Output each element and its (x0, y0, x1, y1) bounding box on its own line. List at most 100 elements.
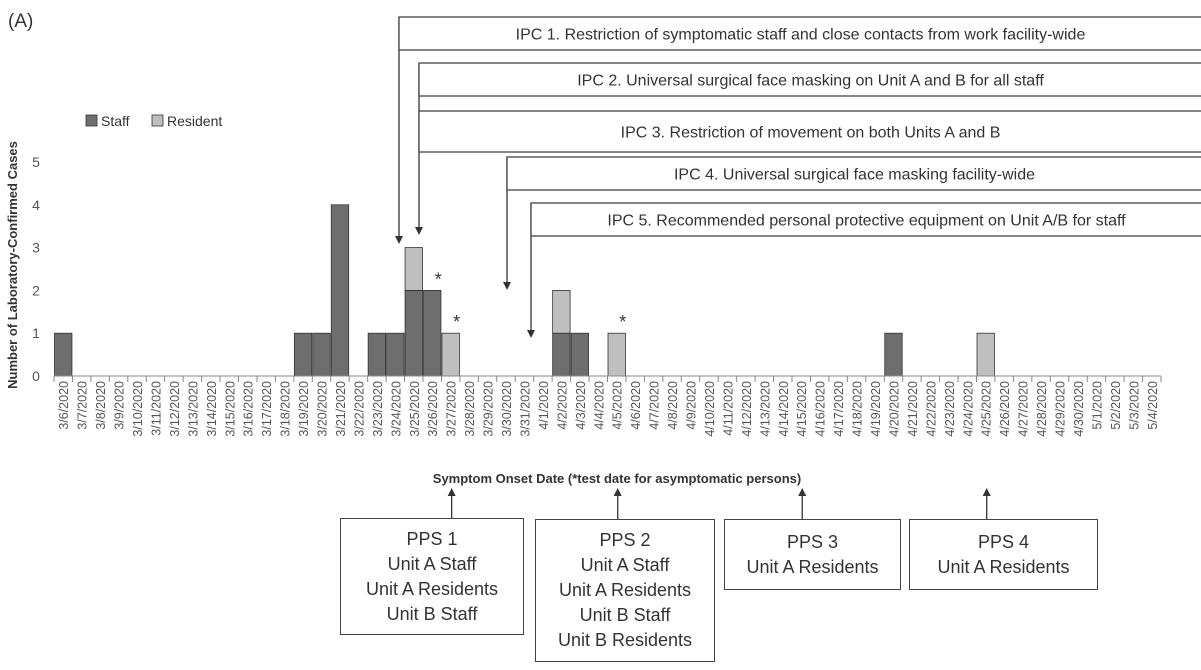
x-tick-label: 4/15/2020 (795, 381, 809, 437)
pps-line: Unit A Residents (365, 578, 499, 599)
x-tick-label: 4/1/2020 (537, 381, 551, 430)
pps-line: Unit A Residents (558, 580, 692, 600)
y-tick-label: 2 (32, 282, 40, 298)
x-tick-label: 3/30/2020 (500, 381, 514, 437)
x-tick-label: 4/8/2020 (666, 381, 680, 430)
x-tick-label: 3/28/2020 (463, 381, 477, 437)
ipc-box (418, 62, 1201, 97)
bar-staff (367, 332, 386, 377)
pps-title: PPS 2 (599, 530, 651, 550)
ipc-label: IPC 1. Restriction of symptomatic staff … (516, 27, 1086, 44)
x-axis-title: Symptom Onset Date (*test date for asymp… (433, 471, 801, 486)
x-tick-label: 3/16/2020 (242, 381, 256, 437)
bar-resident (441, 332, 460, 377)
pps-title: PPS 4 (977, 531, 1030, 552)
y-tick-label: 5 (32, 154, 40, 170)
x-tick-label: 4/17/2020 (832, 381, 846, 437)
ipc-arrow-head (395, 236, 403, 244)
x-tick-label: 4/23/2020 (943, 381, 957, 437)
x-tick-label: 3/21/2020 (334, 381, 348, 437)
legend-swatch-resident (151, 114, 164, 127)
bar-staff (884, 332, 903, 377)
x-tick-label: 3/8/2020 (94, 381, 108, 430)
bar-staff (312, 332, 331, 377)
x-tick-label: 5/4/2020 (1146, 381, 1160, 430)
bar-staff (54, 332, 73, 377)
panel-label: (A) (8, 11, 33, 32)
ipc-box (530, 202, 1201, 237)
y-tick-label: 3 (32, 240, 40, 256)
pps-line: Unit A Staff (387, 553, 477, 574)
x-tick-label: 3/31/2020 (518, 381, 532, 437)
x-tick-label: 4/5/2020 (611, 381, 625, 430)
x-tick-label: 3/24/2020 (389, 381, 403, 437)
legend-label-staff: Staff (101, 113, 130, 129)
x-tick-label: 4/22/2020 (924, 381, 938, 437)
pps-arrow-head (613, 488, 622, 496)
x-tick-label: 4/7/2020 (648, 381, 662, 430)
x-tick-label: 4/13/2020 (758, 381, 772, 437)
pps-line: Unit A Staff (580, 555, 670, 575)
x-tick-label: 4/16/2020 (814, 381, 828, 437)
x-tick-label: 4/28/2020 (1035, 381, 1049, 437)
bar-resident (404, 247, 423, 291)
bar-resident (607, 332, 626, 377)
x-tick-label: 3/26/2020 (426, 381, 440, 437)
legend-label-resident: Resident (167, 113, 222, 129)
x-tick-label: 4/18/2020 (851, 381, 865, 437)
x-tick-label: 4/2/2020 (555, 381, 569, 430)
pps-line: Unit B Staff (386, 603, 478, 624)
ipc-label: IPC 3. Restriction of movement on both U… (621, 125, 1001, 142)
pps-line: Unit A Residents (746, 556, 879, 577)
x-tick-label: 4/14/2020 (777, 381, 791, 437)
ipc-label: IPC 5. Recommended personal protective e… (607, 213, 1126, 230)
x-tick-label: 3/7/2020 (76, 381, 90, 430)
ipc-box (506, 156, 1201, 191)
x-tick-label: 4/27/2020 (1017, 381, 1031, 437)
x-tick-label: 4/24/2020 (961, 381, 975, 437)
bar-staff (404, 289, 423, 377)
pps-title: PPS 1 (406, 528, 458, 549)
bar-staff (330, 204, 350, 377)
y-tick-label: 0 (32, 368, 40, 384)
x-tick-label: 4/4/2020 (592, 381, 606, 430)
x-tick-label: 4/30/2020 (1072, 381, 1086, 437)
x-tick-label: 3/14/2020 (205, 381, 219, 437)
y-tick-label: 4 (32, 197, 40, 213)
x-tick-label: 5/3/2020 (1127, 381, 1141, 430)
x-tick-label: 3/11/2020 (149, 381, 163, 436)
x-tick-label: 4/10/2020 (703, 381, 717, 437)
x-tick-label: 5/1/2020 (1090, 381, 1104, 430)
pps-arrow-head (447, 488, 456, 496)
bar-staff (552, 332, 571, 377)
x-tick-label: 4/26/2020 (998, 381, 1012, 437)
x-tick-label: 3/13/2020 (186, 381, 200, 437)
x-tick-label: 4/6/2020 (629, 381, 643, 430)
x-tick-label: 4/3/2020 (574, 381, 588, 430)
y-axis-title: Number of Laboratory-Confirmed Cases (5, 141, 20, 389)
bar-staff (423, 289, 442, 377)
x-tick-label: 4/12/2020 (740, 381, 754, 437)
bar-resident (976, 332, 995, 377)
pps-arrow-head (798, 488, 807, 496)
x-tick-label: 4/25/2020 (980, 381, 994, 437)
x-tick-label: 3/9/2020 (113, 381, 127, 430)
bar-staff (386, 332, 405, 377)
x-tick-label: 4/11/2020 (721, 381, 735, 436)
x-tick-label: 3/18/2020 (279, 381, 293, 437)
x-tick-label: 3/23/2020 (371, 381, 385, 437)
pps-line: Unit B Staff (579, 605, 671, 625)
x-tick-label: 3/12/2020 (168, 381, 182, 437)
x-tick-label: 4/21/2020 (906, 381, 920, 437)
ipc-arrow-head (527, 330, 535, 338)
x-tick-label: 4/9/2020 (685, 381, 699, 430)
pps-box-3: PPS 3 Unit A Residents (724, 519, 901, 590)
pps-title: PPS 3 (786, 531, 839, 552)
x-tick-label: 3/29/2020 (482, 381, 496, 437)
ipc-label: IPC 2. Universal surgical face masking o… (577, 73, 1044, 90)
x-tick-label: 3/10/2020 (131, 381, 145, 437)
